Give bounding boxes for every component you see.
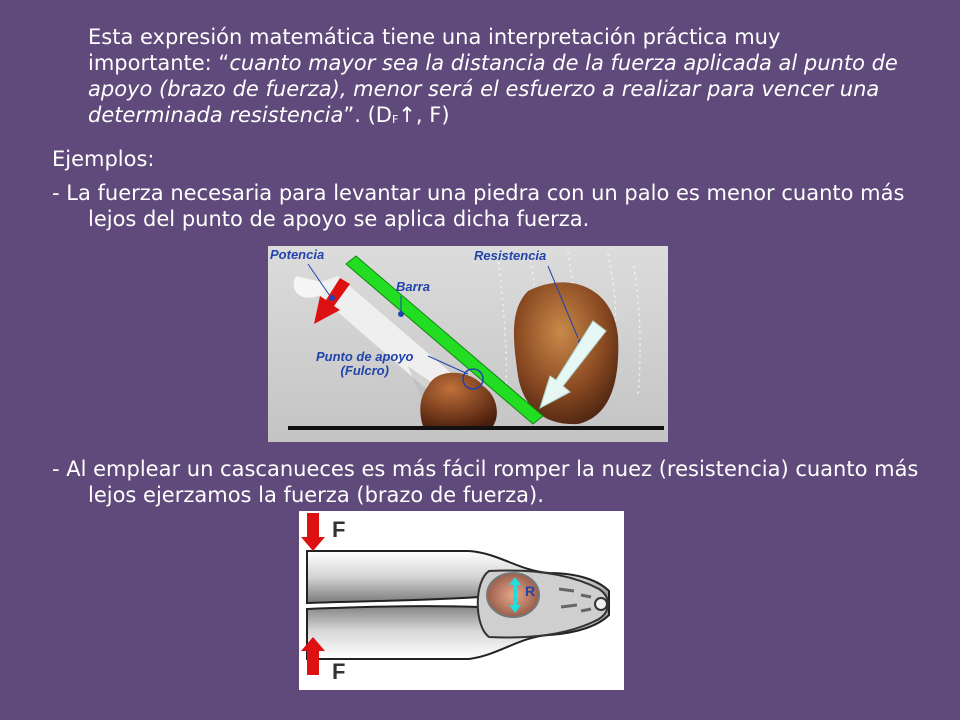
example-2-text: - Al emplear un cascanueces es más fácil… (52, 457, 919, 507)
resistance-arrow (539, 320, 607, 410)
label-fulcro: Punto de apoyo (Fulcro) (316, 350, 414, 378)
lever-illustration (268, 246, 668, 442)
label-potencia: Potencia (270, 247, 325, 262)
intro-subscript: F (391, 113, 399, 126)
lever-bar (345, 255, 544, 425)
lever-figure: Potencia Barra Resistencia Punto de apoy… (268, 246, 668, 442)
intro-plain-text: Esta expresión matemática tiene una inte… (88, 25, 781, 75)
resistance-arrow-r (509, 577, 521, 613)
examples-heading: Ejemplos: (52, 147, 155, 171)
force-arrow-bottom (301, 637, 325, 675)
label-f-bottom: F (332, 659, 346, 684)
force-arrow-top (301, 513, 325, 551)
label-f-top: F (332, 517, 346, 542)
intro-end-text: ↑, F) (398, 103, 450, 127)
intro-paragraph: Esta expresión matemática tiene una inte… (88, 24, 908, 133)
nutcracker-figure: F F R (299, 511, 624, 690)
example-1-text: - La fuerza necesaria para levantar una … (52, 181, 905, 231)
fulcrum-stone (420, 372, 497, 426)
fulcrum-marker (462, 368, 484, 390)
hinge (594, 597, 608, 611)
label-barra: Barra (396, 279, 430, 294)
stone-shape (513, 282, 619, 425)
label-fulcro-line1: Punto de apoyo (316, 349, 414, 364)
label-resistencia: Resistencia (474, 248, 547, 263)
intro-italic-text: cuanto mayor sea la distancia de la fuer… (88, 51, 898, 127)
label-r: R (525, 583, 536, 599)
intro-close-text: ”. (D (343, 103, 392, 127)
nutcracker-illustration (299, 511, 624, 690)
label-fulcro-line2: (Fulcro) (340, 363, 389, 378)
